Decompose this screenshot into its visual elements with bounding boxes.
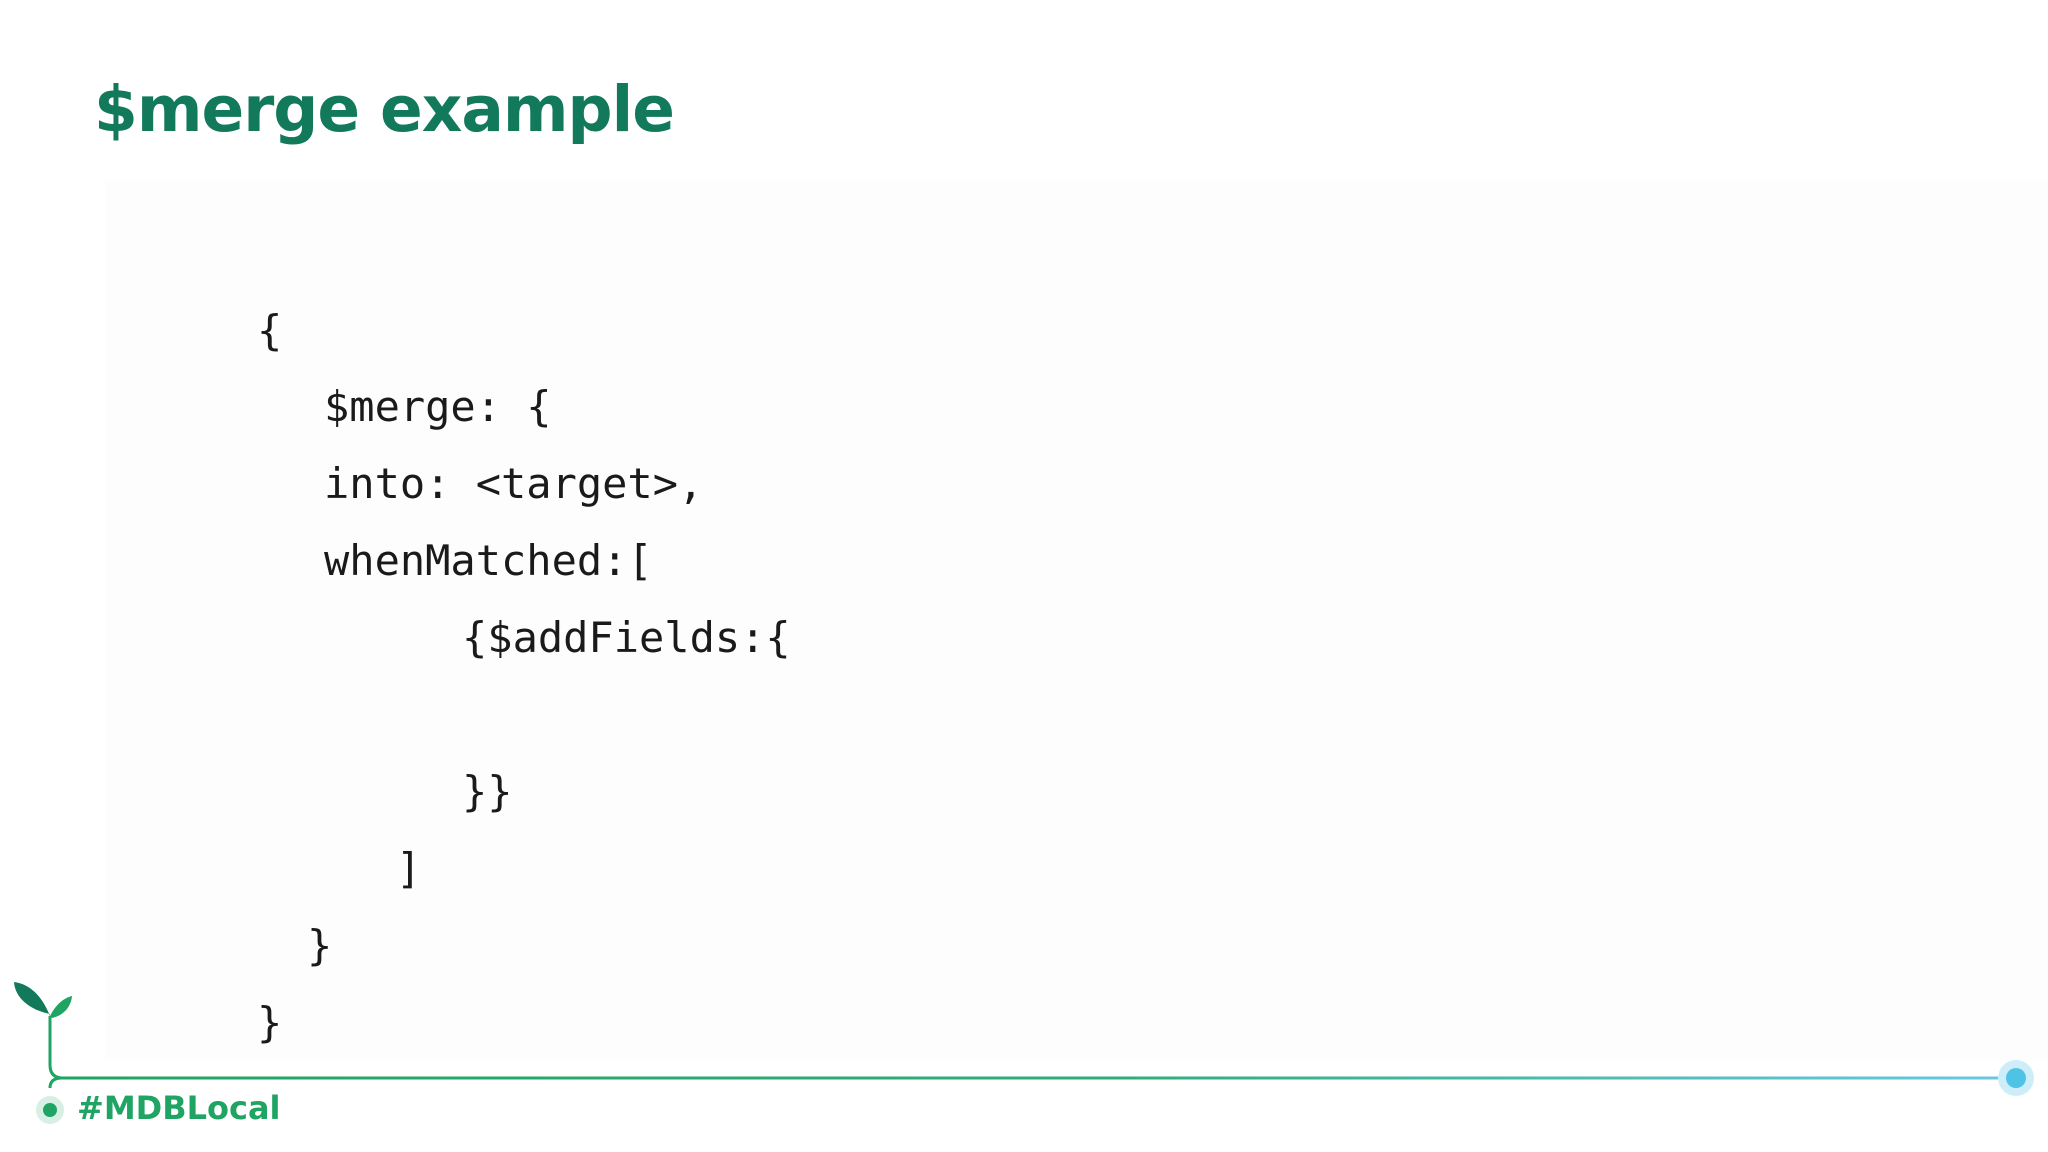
sprout-icon bbox=[14, 982, 72, 1018]
code-panel bbox=[105, 180, 2048, 1060]
code-line: ] bbox=[396, 844, 422, 893]
code-line: }} bbox=[462, 767, 513, 816]
code-line: $merge: { bbox=[324, 382, 552, 431]
slide-title: $merge example bbox=[94, 73, 675, 146]
code-line: } bbox=[307, 921, 333, 970]
code-line: } bbox=[257, 998, 283, 1047]
event-hashtag: #MDBLocal bbox=[77, 1089, 281, 1127]
code-line: {$addFields:{ bbox=[462, 613, 791, 662]
timeline-start-dot-icon bbox=[36, 1096, 64, 1124]
code-line: { bbox=[257, 306, 283, 355]
code-line: whenMatched:[ bbox=[324, 536, 653, 585]
timeline-end-dot-icon bbox=[1998, 1060, 2034, 1096]
timeline-branch bbox=[48, 1076, 63, 1089]
code-line: into: <target>, bbox=[324, 459, 704, 508]
